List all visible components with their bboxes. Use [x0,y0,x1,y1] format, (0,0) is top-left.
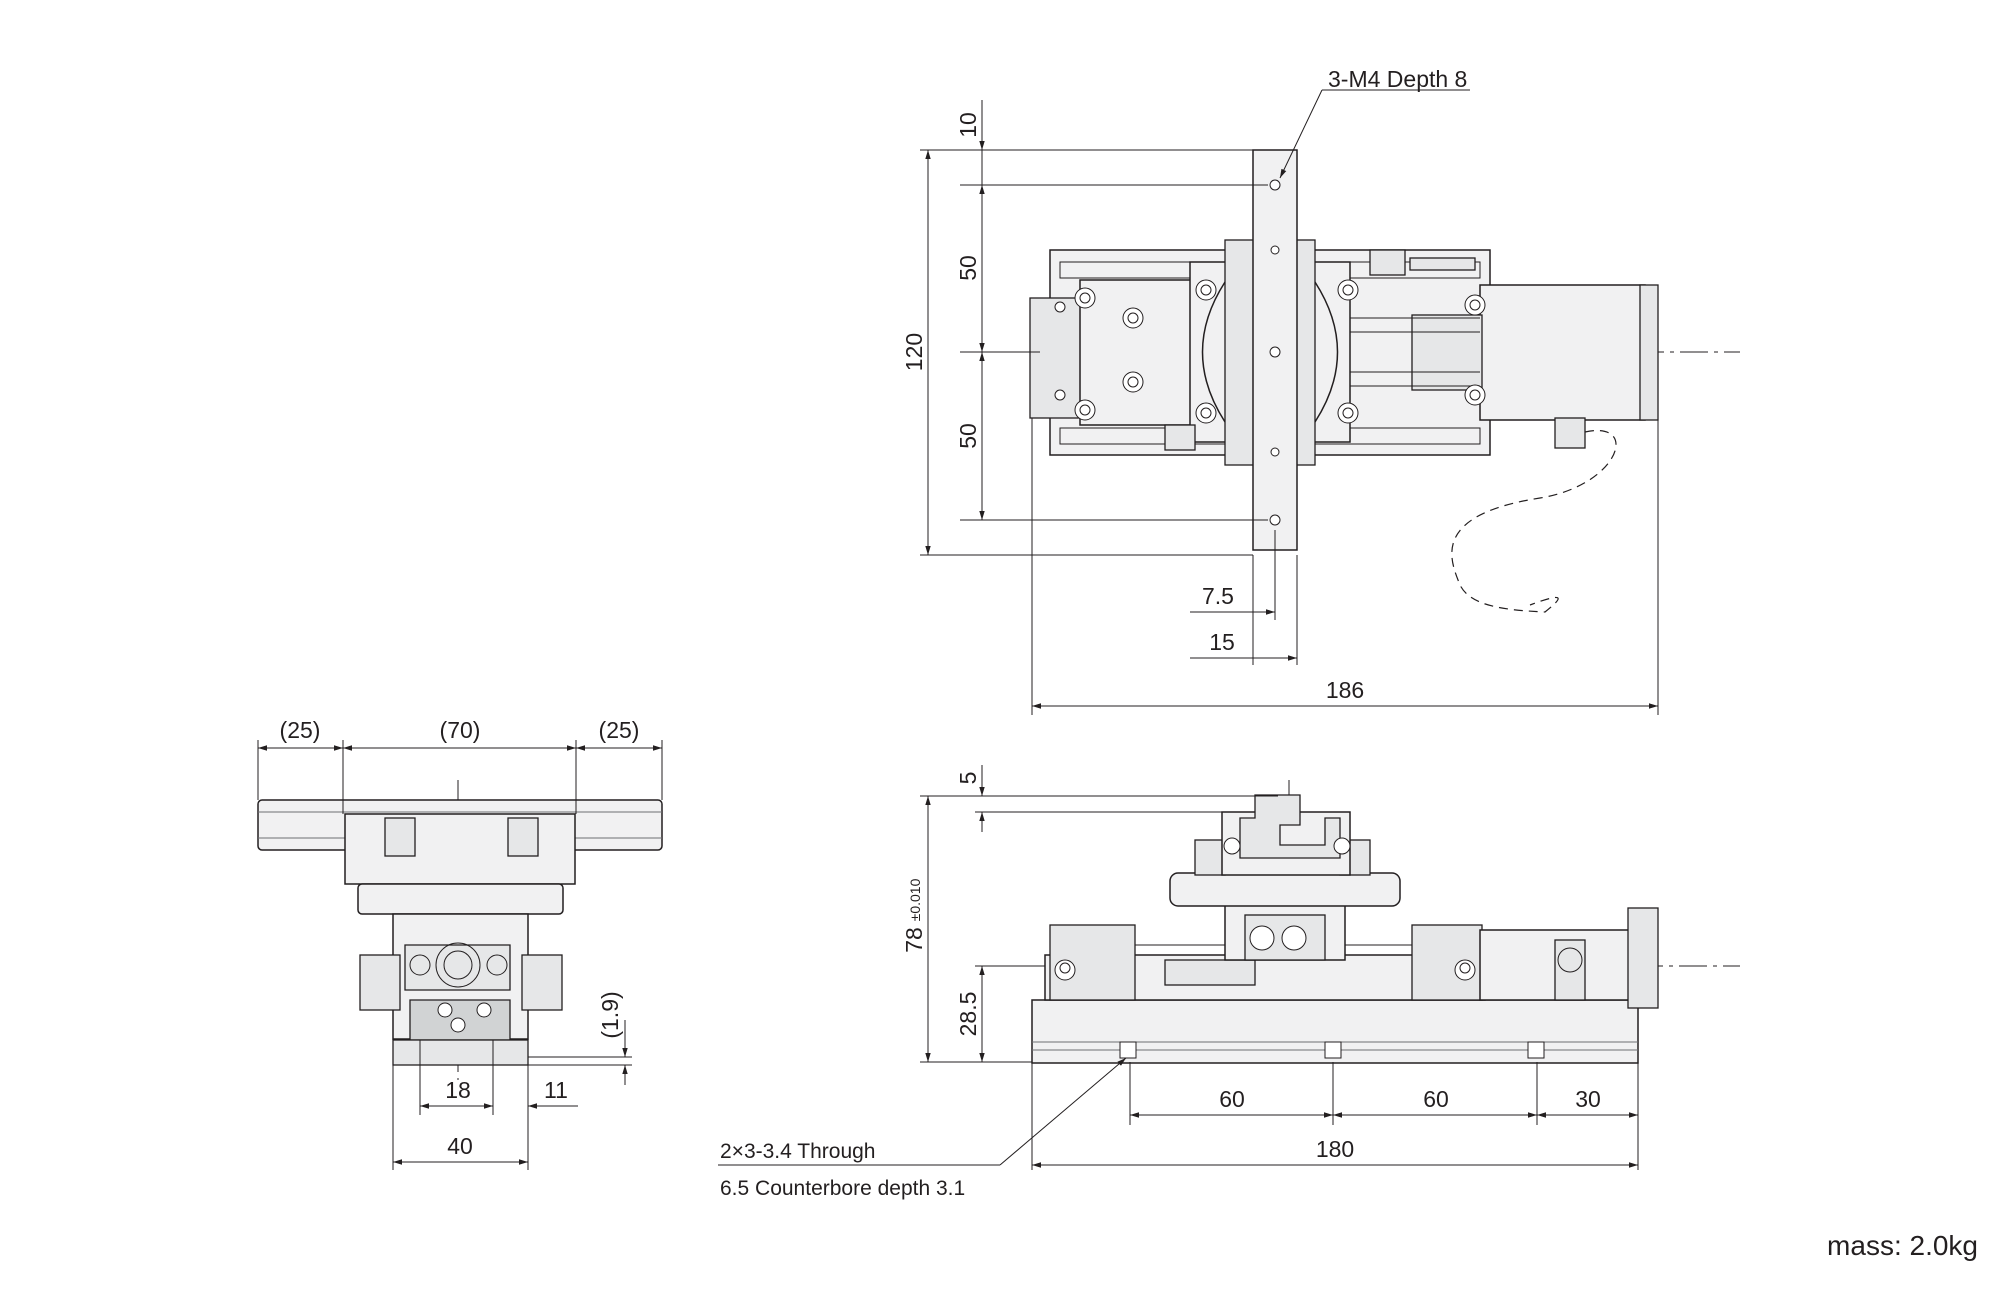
dim-hole-pitch: 18 [445,1077,471,1103]
dim-total-height: 120 [901,333,927,371]
dim-tolerance: ±0.010 [907,878,923,921]
dim-top-10: 10 [955,112,981,138]
motor-housing [1479,284,1646,421]
dim-side-right: (25) [599,717,640,743]
dim-edge: 11 [544,1077,568,1103]
dim-top-5: 5 [955,772,981,785]
dim-width: 15 [1209,629,1235,655]
dim-end-30: 30 [1575,1086,1601,1112]
dim-pitch-2: 60 [1423,1086,1449,1112]
side-view: (25) (70) (25) (1.9) 18 11 40 [257,717,663,1170]
dim-axis-height: 28.5 [955,992,981,1037]
dim-side-center: (70) [440,717,481,743]
dim-pitch-lower: 50 [955,423,981,449]
cable [1451,429,1617,613]
note-through-holes: 2×3-3.4 Through [720,1140,875,1163]
front-view: 5 78 ±0.010 28.5 60 60 30 180 2×3-3.4 Th… [718,765,1740,1200]
note-counterbore: 6.5 Counterbore depth 3.1 [720,1177,965,1200]
top-view: 3-M4 Depth 8 10 50 120 50 7.5 15 186 [901,66,1740,715]
dim-pitch-1: 60 [1219,1086,1245,1112]
front-top-plate [1169,872,1401,907]
dim-pitch-upper: 50 [955,255,981,281]
side-table [344,813,576,885]
dim-offset: (1.9) [597,991,623,1038]
callout-m4: 3-M4 Depth 8 [1328,66,1467,92]
dim-side-left: (25) [280,717,321,743]
dim-length: 186 [1326,677,1364,703]
dim-half-width: 7.5 [1202,583,1234,609]
dim-base-length: 180 [1316,1136,1354,1162]
dim-side-width: 40 [447,1133,473,1159]
mass-label: mass: 2.0kg [1827,1230,1978,1261]
m4-holes [1269,179,1281,526]
dim-height-78: 78 [901,927,927,953]
